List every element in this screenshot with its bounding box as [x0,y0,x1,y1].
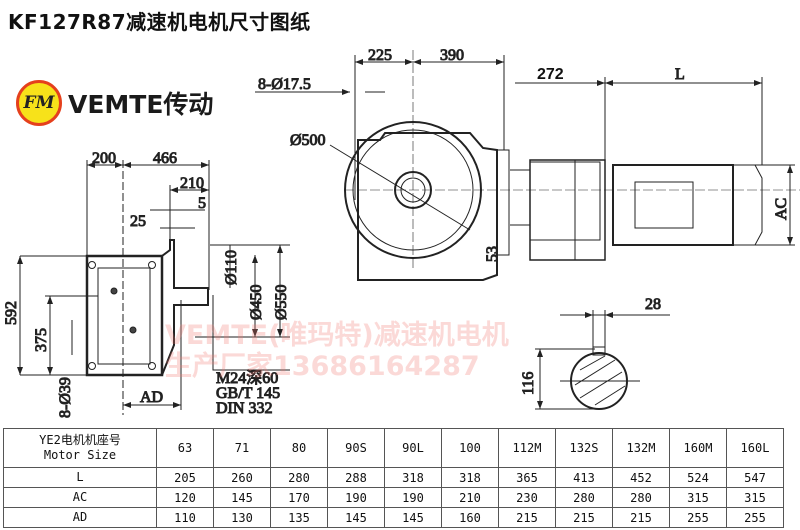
dim-272: 272 [537,66,564,83]
dim-l: L [675,66,685,83]
value-cell: 288 [327,467,385,488]
value-cell: 215 [498,507,556,528]
value-cell: 205 [156,467,214,488]
value-cell: 230 [498,487,556,508]
size-cell: 160M [669,428,727,468]
size-cell: 71 [213,428,271,468]
size-cell: 90L [384,428,442,468]
value-cell: 318 [384,467,442,488]
standard-gbt: GB/T 145 [216,385,280,402]
standard-din: DIN 332 [216,400,272,417]
header-cn: YE2电机机座号 [39,433,121,447]
value-cell: 130 [213,507,271,528]
dim-466: 466 [153,150,177,167]
value-cell: 255 [669,507,727,528]
thread-spec: M24深60 [216,369,278,387]
watermark-line2: 生产厂家13686164287 [165,351,480,382]
dim-shaft-110: Ø110 [223,250,240,285]
dim-200: 200 [92,150,116,167]
value-cell: 145 [384,507,442,528]
value-cell: 315 [669,487,727,508]
dim-225: 225 [368,47,392,64]
shaft-section: 28 116 [520,296,670,410]
size-cell: 112M [498,428,556,468]
row-label: AD [3,507,157,528]
value-cell: 365 [498,467,556,488]
value-cell: 145 [213,487,271,508]
dim-holes-17-5: 8-Ø17.5 [258,76,311,93]
dim-375: 375 [33,328,50,352]
size-cell: 160L [726,428,784,468]
value-cell: 255 [726,507,784,528]
value-cell: 110 [156,507,214,528]
value-cell: 260 [213,467,271,488]
dim-390: 390 [440,47,464,64]
logo-text: VEMTE传动 [68,90,214,119]
dim-pilot-450: Ø450 [248,284,265,320]
value-cell: 280 [612,487,670,508]
page-title: KF127R87减速机电机尺寸图纸 [8,10,311,34]
dim-53: 53 [484,246,501,262]
dim-116: 116 [520,372,537,395]
value-cell: 215 [555,507,613,528]
size-cell: 100 [441,428,499,468]
dim-ad: AD [140,389,163,406]
size-cell: 132M [612,428,670,468]
row-label: L [3,467,157,488]
value-cell: 190 [327,487,385,508]
dim-5: 5 [198,195,206,212]
value-cell: 524 [669,467,727,488]
header-en: Motor Size [43,448,117,462]
size-cell: 80 [270,428,328,468]
value-cell: 215 [612,507,670,528]
value-cell: 547 [726,467,784,488]
brand-logo: FM VEMTE传动 [16,80,213,126]
value-cell: 145 [327,507,385,528]
value-cell: 170 [270,487,328,508]
side-view: 200 466 210 5 25 592 375 8-Ø39 Ø110 Ø450… [3,150,291,419]
dim-holes-39: 8-Ø39 [57,377,74,418]
size-cell: 63 [156,428,214,468]
technical-drawing: 200 466 210 5 25 592 375 8-Ø39 Ø110 Ø450… [3,47,800,419]
dim-ac: AC [773,198,790,220]
dim-flange-550: Ø550 [273,284,290,320]
dim-25: 25 [130,213,146,230]
watermark-line1: VEMTE(唯玛特)减速机电机 [165,320,509,351]
value-cell: 210 [441,487,499,508]
value-cell: 280 [555,487,613,508]
dim-210: 210 [180,175,204,192]
value-cell: 160 [441,507,499,528]
dim-28: 28 [645,296,661,313]
value-cell: 315 [726,487,784,508]
value-cell: 190 [384,487,442,508]
size-cell: 132S [555,428,613,468]
dim-flange-500: Ø500 [290,132,326,149]
value-cell: 280 [270,467,328,488]
value-cell: 120 [156,487,214,508]
size-cell: 90S [327,428,385,468]
value-cell: 135 [270,507,328,528]
value-cell: 318 [441,467,499,488]
row-label: AC [3,487,157,508]
dim-592: 592 [3,301,20,325]
logo-badge-icon: FM [16,80,62,126]
value-cell: 452 [612,467,670,488]
front-view: 225 390 8-Ø17.5 Ø500 53 272 L AC [255,47,800,281]
value-cell: 413 [555,467,613,488]
